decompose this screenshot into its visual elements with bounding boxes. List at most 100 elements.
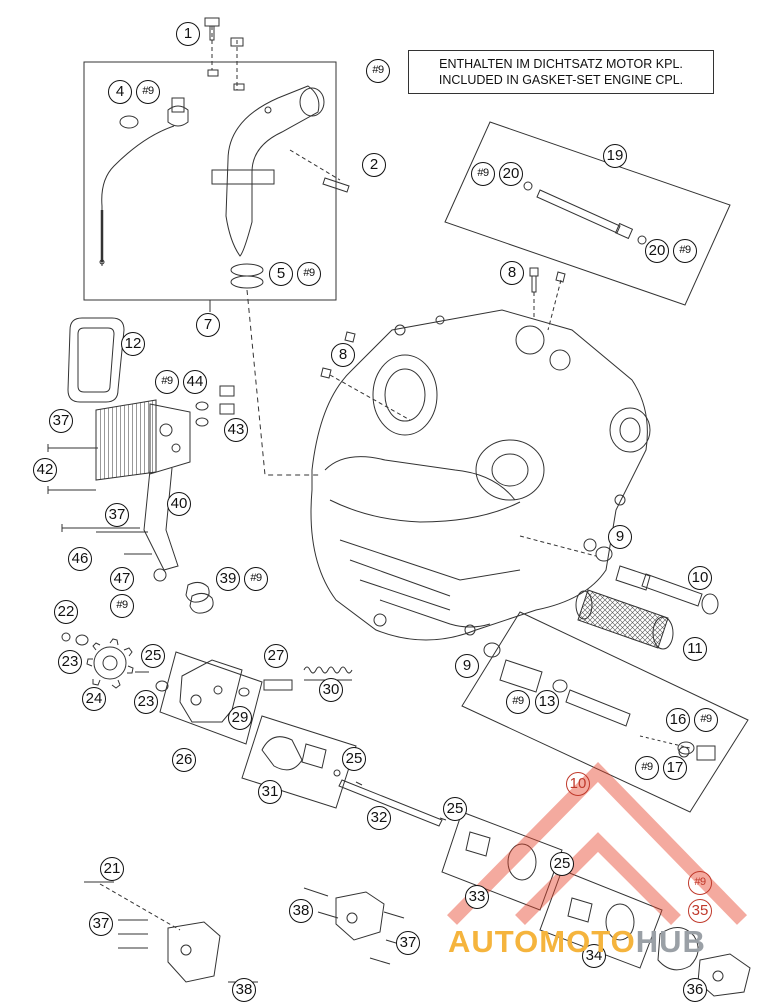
callout-31: 31	[258, 780, 282, 804]
legend-line-1: ENTHALTEN IM DICHTSATZ MOTOR KPL.	[439, 57, 683, 71]
callout-38: 38	[232, 978, 256, 1002]
frame-rotor-34	[539, 869, 663, 969]
callout-37: 37	[396, 931, 420, 955]
callout-gasket-tag: #9	[471, 162, 495, 186]
callout-37: 37	[89, 912, 113, 936]
pump-shaft-32	[338, 779, 443, 827]
callout-26: 26	[172, 748, 196, 772]
legend-gasket-tag: #9	[366, 59, 390, 83]
shaft-19	[523, 181, 647, 245]
callout-20: 20	[499, 162, 523, 186]
o-ring-5b	[230, 275, 264, 289]
callout-38: 38	[289, 899, 313, 923]
frame-rotor-33	[441, 811, 563, 911]
callout-34: 34	[582, 944, 606, 968]
frame-oil-filter-group	[461, 611, 749, 813]
callout-37: 37	[105, 503, 129, 527]
callout-25: 25	[342, 747, 366, 771]
callout-10: 10	[566, 772, 590, 796]
callout-gasket-tag: #9	[506, 690, 530, 714]
callout-37: 37	[49, 409, 73, 433]
callout-gasket-tag: #9	[155, 370, 179, 394]
callout-13: 13	[535, 690, 559, 714]
callout-9: 9	[608, 525, 632, 549]
pump-body-lower	[167, 921, 221, 983]
watermark-part-3: HUB	[635, 924, 706, 959]
callout-36: 36	[683, 978, 707, 1002]
callout-35: 35	[688, 899, 712, 923]
frame-shaft-group	[444, 121, 731, 306]
callout-17: 17	[663, 756, 687, 780]
engine-crankcase	[310, 309, 651, 641]
callout-gasket-tag: #9	[110, 594, 134, 618]
callout-4: 4	[108, 80, 132, 104]
callout-16: 16	[666, 708, 690, 732]
oil-cooler-40	[95, 399, 191, 582]
callout-5: 5	[269, 262, 293, 286]
bolt-2	[322, 177, 350, 193]
callout-23: 23	[134, 690, 158, 714]
pump-housing-26	[179, 659, 243, 723]
o-ring-39	[185, 581, 210, 603]
watermark-triangle	[447, 761, 748, 925]
frame-rotor-31	[241, 715, 357, 809]
watermark-logo: AUTOMOTOHUB	[448, 924, 706, 960]
callout-47: 47	[110, 567, 134, 591]
callout-gasket-tag: #9	[244, 567, 268, 591]
bolt-37a	[47, 444, 98, 452]
callout-25: 25	[141, 644, 165, 668]
callout-gasket-tag: #9	[297, 262, 321, 286]
screw-8b	[344, 331, 356, 343]
callout-11: 11	[683, 637, 707, 661]
screw-8a	[529, 267, 539, 293]
callout-22: 22	[54, 600, 78, 624]
callout-23: 23	[58, 650, 82, 674]
legend-line-2: INCLUDED IN GASKET-SET ENGINE CPL.	[438, 73, 684, 87]
o-ring-9a	[595, 546, 613, 562]
callout-25: 25	[443, 797, 467, 821]
legend-box: ENTHALTEN IM DICHTSATZ MOTOR KPL. INCLUD…	[408, 50, 714, 94]
callout-44: 44	[183, 370, 207, 394]
callout-20: 20	[645, 239, 669, 263]
callout-7: 7	[196, 313, 220, 337]
callout-42: 42	[33, 458, 57, 482]
o-ring-23	[155, 680, 169, 692]
callout-46: 46	[68, 547, 92, 571]
callout-29: 29	[228, 706, 252, 730]
relief-valve-27	[263, 679, 293, 691]
callout-30: 30	[319, 678, 343, 702]
callout-9: 9	[455, 654, 479, 678]
callout-gasket-tag: #9	[673, 239, 697, 263]
callout-21: 21	[100, 857, 124, 881]
bolt-1	[204, 17, 220, 41]
callout-40: 40	[167, 492, 191, 516]
oil-filter-11	[575, 589, 674, 650]
watermark-part-1: AUTO	[448, 924, 540, 959]
callout-gasket-tag: #9	[635, 756, 659, 780]
dipstick-part	[99, 97, 189, 266]
callout-8: 8	[500, 261, 524, 285]
callout-25: 25	[550, 852, 574, 876]
washer-22	[61, 632, 71, 642]
callout-19: 19	[603, 144, 627, 168]
pump-body-38	[335, 891, 385, 941]
o-ring-4	[119, 115, 139, 129]
callout-10: 10	[688, 566, 712, 590]
o-ring-5a	[230, 263, 264, 277]
callout-12: 12	[121, 332, 145, 356]
callout-2: 2	[362, 153, 386, 177]
callout-27: 27	[264, 644, 288, 668]
callout-33: 33	[465, 885, 489, 909]
pump-gear-24	[86, 638, 134, 689]
callout-1: 1	[176, 22, 200, 46]
callout-gasket-tag: #9	[694, 708, 718, 732]
washer-29	[238, 687, 250, 697]
filter-cover-10-upper	[615, 565, 719, 615]
o-ring-9b	[483, 642, 501, 658]
callout-8: 8	[331, 343, 355, 367]
callout-32: 32	[367, 806, 391, 830]
callout-gasket-tag: #9	[136, 80, 160, 104]
callout-24: 24	[82, 687, 106, 711]
